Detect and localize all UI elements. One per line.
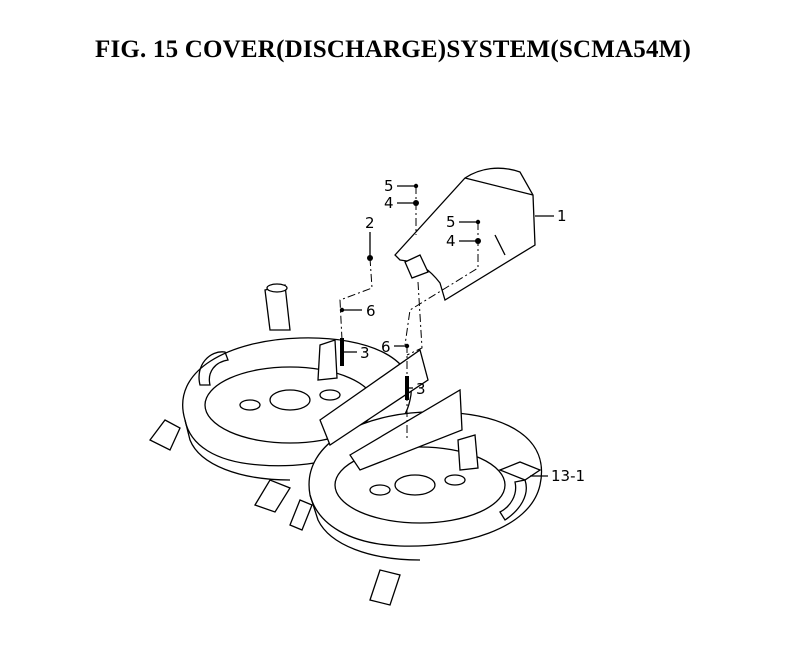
callout-2: 2	[365, 214, 375, 232]
discharge-cover	[394, 167, 536, 301]
discharge-baffle	[319, 348, 463, 471]
callout-5: 5	[446, 213, 456, 231]
callout-1: 1	[557, 207, 567, 225]
callout-13-1: 13-1	[551, 467, 585, 485]
callout-6: 6	[381, 338, 391, 356]
callout-4: 4	[384, 194, 394, 212]
callout-6: 6	[366, 302, 376, 320]
callout-3: 3	[416, 380, 426, 398]
callout-5: 5	[384, 177, 394, 195]
figure-title: FIG. 15 COVER(DISCHARGE)SYSTEM(SCMA54M)	[94, 36, 691, 63]
leader-lines	[342, 185, 554, 477]
callout-4: 4	[446, 232, 456, 250]
callout-3: 3	[360, 344, 370, 362]
assembly-lines	[339, 186, 479, 440]
